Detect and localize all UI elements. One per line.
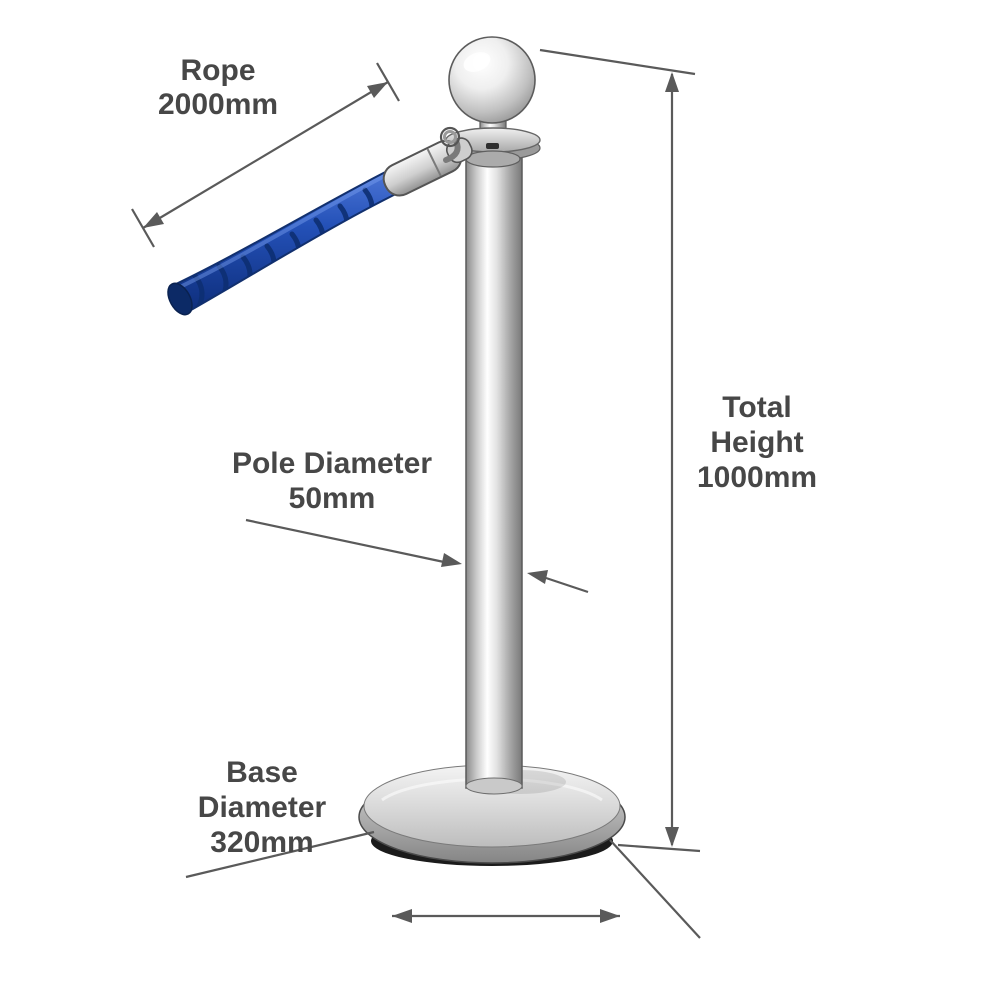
rope [167,126,473,316]
labels: Rope 2000mm Total Height 1000mm Pole Dia… [158,54,817,859]
pole-diameter-arrowhead-right [527,570,548,584]
pole-socket [465,777,523,795]
rope-arrowhead-bottom [143,212,164,228]
rope-clip-ring-inner [443,130,457,144]
rope-label-line1: Rope [181,54,256,87]
stanchion-illustration [167,36,626,866]
base [358,764,626,866]
rope-dimension-line [142,81,389,229]
collar-notch [486,143,499,149]
height-dimension [539,48,701,853]
base-diameter-dimension [185,830,701,939]
base-diameter-label-line2: Diameter [198,791,327,824]
pole-diameter-label-line2: 50mm [289,482,376,515]
pole-shaft [465,157,523,789]
height-arrowhead-top [665,72,679,92]
pole-diameter-dimension [245,518,589,594]
height-extension-top [539,48,696,76]
height-arrowhead-bottom [665,827,679,847]
base-diameter-label-line1: Base [226,756,298,789]
height-extension-bottom [617,843,701,853]
total-height-label-line3: 1000mm [697,461,817,494]
rope-cut-end [167,282,193,316]
rope-clip-ring [439,126,461,148]
pole-diameter-leader-right [545,576,589,594]
pole-diameter-leader-left [245,518,445,564]
base-diameter-label-line3: 320mm [210,826,313,859]
rope-label-line2: 2000mm [158,88,278,121]
ball-top [448,36,536,124]
base-extension-left [185,830,375,879]
base-arrowhead-right [600,909,620,923]
base-extension-right [609,839,701,939]
base-arrowhead-left [392,909,412,923]
total-height-label-line2: Height [710,426,803,459]
ball-highlight [463,52,491,72]
ball [448,36,536,124]
rope-arrowhead-top [367,82,388,98]
total-height-label-line1: Total [722,391,791,424]
pole-diameter-arrowhead-left [441,553,462,567]
pole-diameter-label-line1: Pole Diameter [232,447,432,480]
collar-step [465,150,521,168]
rope-ferrule [382,137,473,197]
rope-dimension [131,62,400,248]
